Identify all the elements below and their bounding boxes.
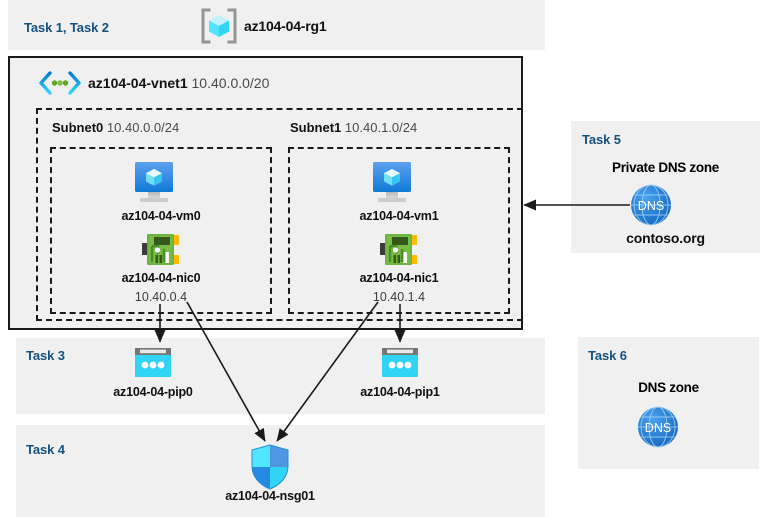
vm1-label: az104-04-vm1 xyxy=(359,209,439,223)
resource-group-name: az104-04-rg1 xyxy=(244,18,327,34)
nic0-label: az104-04-nic0 xyxy=(121,271,201,285)
nic1-ip: 10.40.1.4 xyxy=(372,290,426,304)
subnet0-title: Subnet0 10.40.0.0/24 xyxy=(52,120,179,135)
resource-group-icon xyxy=(200,8,238,44)
nsg-label: az104-04-nsg01 xyxy=(225,489,315,503)
task6-panel xyxy=(578,337,759,469)
nic0-ip: 10.40.0.4 xyxy=(134,290,188,304)
nic1-label: az104-04-nic1 xyxy=(359,271,439,285)
public-ip-icon xyxy=(132,346,174,382)
task6-label: Task 6 xyxy=(588,348,627,363)
task12-label: Task 1, Task 2 xyxy=(24,20,109,35)
vnet-address-space: 10.40.0.0/20 xyxy=(191,75,270,91)
network-interface-icon xyxy=(141,231,181,267)
task5-label: Task 5 xyxy=(582,132,621,147)
task5-heading: Private DNS zone xyxy=(612,160,719,175)
virtual-network-icon xyxy=(38,70,82,96)
svg-text:DNS: DNS xyxy=(645,421,671,435)
task4-label: Task 4 xyxy=(26,442,65,457)
subnet0-name: Subnet0 xyxy=(52,120,104,135)
network-security-group-icon xyxy=(249,443,291,491)
virtual-machine-icon xyxy=(370,158,426,206)
subnet0-prefix: 10.40.0.0/24 xyxy=(106,120,180,135)
svg-text:DNS: DNS xyxy=(638,199,664,213)
dns-zone-icon: DNS xyxy=(636,405,680,449)
task6-heading: DNS zone xyxy=(638,380,699,395)
vm0-label: az104-04-vm0 xyxy=(121,209,201,223)
subnet1-title: Subnet1 10.40.1.0/24 xyxy=(290,120,417,135)
task3-label: Task 3 xyxy=(26,348,65,363)
task12-band xyxy=(8,0,545,50)
subnet1-prefix: 10.40.1.0/24 xyxy=(344,120,418,135)
subnet1-region xyxy=(288,147,510,314)
network-interface-icon xyxy=(379,231,419,267)
pip1-label: az104-04-pip1 xyxy=(360,385,440,399)
dns-zone-icon: DNS xyxy=(629,183,673,227)
task5-panel xyxy=(571,121,760,253)
task5-zone-name: contoso.org xyxy=(626,230,705,246)
subnet0-region xyxy=(50,147,272,314)
task3-band xyxy=(16,338,545,414)
subnet1-name: Subnet1 xyxy=(290,120,342,135)
virtual-machine-icon xyxy=(132,158,188,206)
public-ip-icon xyxy=(379,346,421,382)
pip0-label: az104-04-pip0 xyxy=(113,385,193,399)
vnet-title: az104-04-vnet1 10.40.0.0/20 xyxy=(88,75,269,91)
vnet-name: az104-04-vnet1 xyxy=(88,75,188,91)
